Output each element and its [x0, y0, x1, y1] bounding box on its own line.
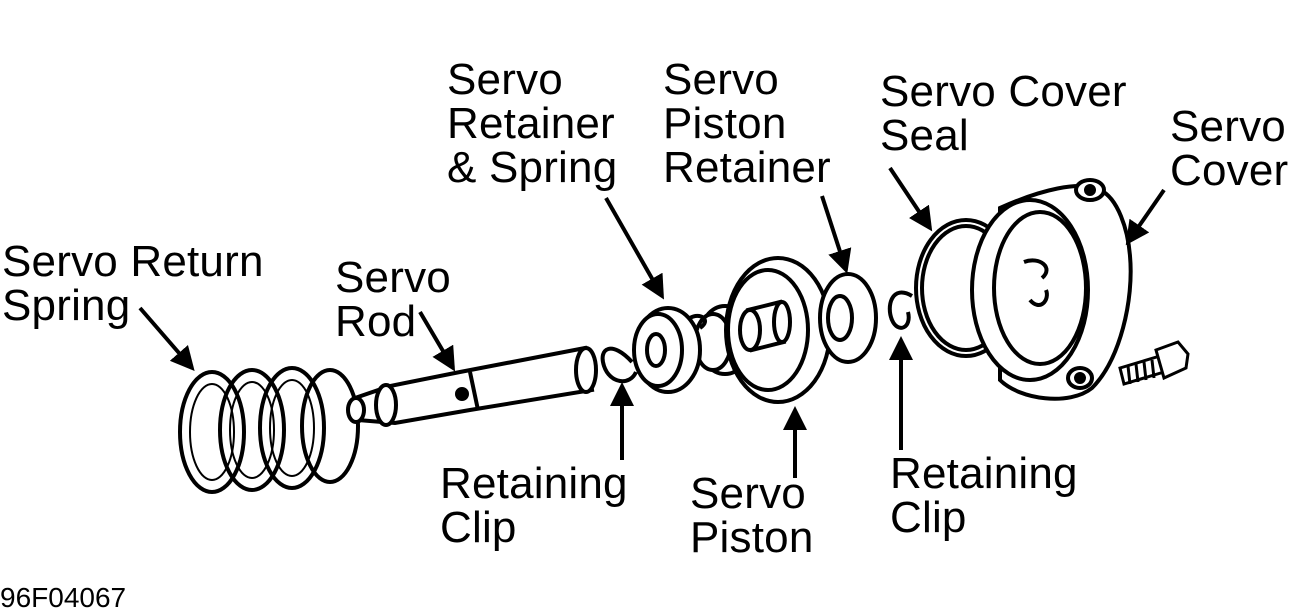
- label-line: Clip: [440, 503, 517, 552]
- leader-arrows: [138, 166, 1166, 478]
- label-line: Clip: [890, 493, 967, 542]
- retaining-clip-right-part: [887, 290, 914, 330]
- servo-piston: [724, 256, 832, 404]
- label-servo-cover: Servo Cover: [1170, 105, 1288, 193]
- label-line: Seal: [880, 111, 969, 160]
- label-servo-return-spring: Servo Return Spring: [2, 240, 264, 328]
- label-line: Retainer: [663, 143, 831, 192]
- label-line: Piston: [663, 99, 787, 148]
- cover-bolt: [1118, 340, 1190, 386]
- label-line: Servo: [1170, 102, 1286, 151]
- label-servo-cover-seal: Servo Cover Seal: [880, 70, 1127, 158]
- label-line: Cover: [1170, 146, 1289, 195]
- label-line: Rod: [335, 297, 417, 346]
- label-line: Spring: [2, 281, 131, 330]
- servo-cover: [970, 178, 1133, 401]
- servo-return-spring: [178, 366, 360, 494]
- servo-rod: [346, 345, 598, 427]
- label-line: & Spring: [447, 143, 618, 192]
- label-retaining-clip-right: Retaining Clip: [890, 452, 1078, 540]
- label-line: Retaining: [890, 449, 1078, 498]
- servo-piston-retainer: [818, 272, 878, 364]
- label-servo-rod: Servo Rod: [335, 256, 451, 344]
- figure-code: 96F04067: [0, 582, 127, 613]
- retaining-clip-left-part: [600, 346, 638, 383]
- label-line: Piston: [690, 513, 814, 562]
- label-line: Servo: [335, 253, 451, 302]
- label-servo-retainer-spring: Servo Retainer & Spring: [447, 58, 617, 190]
- label-line: Retainer: [447, 99, 615, 148]
- label-line: Retaining: [440, 459, 628, 508]
- label-retaining-clip-left: Retaining Clip: [440, 462, 628, 550]
- label-line: Servo: [690, 469, 806, 518]
- label-line: Servo: [447, 55, 563, 104]
- label-line: Servo Cover: [880, 67, 1127, 116]
- label-servo-piston-retainer: Servo Piston Retainer: [663, 58, 831, 190]
- label-line: Servo: [663, 55, 779, 104]
- label-line: Servo Return: [2, 237, 264, 286]
- label-servo-piston: Servo Piston: [690, 472, 814, 560]
